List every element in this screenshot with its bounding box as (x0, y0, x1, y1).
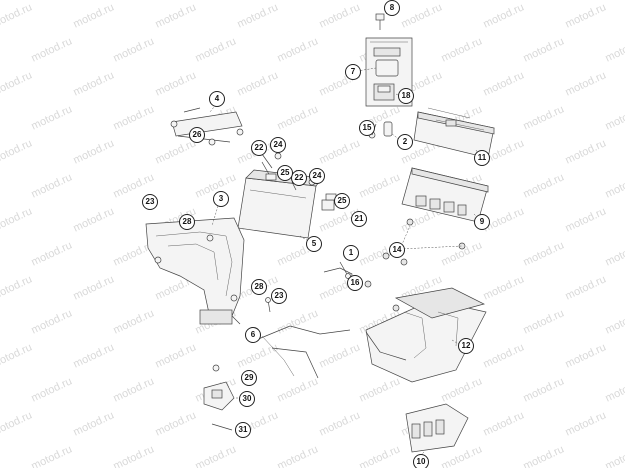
callout-6[interactable]: 6 (245, 327, 261, 343)
callout-5[interactable]: 5 (306, 236, 322, 252)
callout-16[interactable]: 16 (347, 275, 363, 291)
callout-26[interactable]: 26 (189, 127, 205, 143)
part-3-frame (145, 205, 245, 325)
callout-22a[interactable]: 22 (251, 140, 267, 156)
callout-3[interactable]: 3 (213, 191, 229, 207)
callout-25a[interactable]: 25 (277, 165, 293, 181)
callout-15[interactable]: 15 (359, 120, 375, 136)
part-6-harness (255, 247, 353, 379)
callout-24b[interactable]: 24 (309, 168, 325, 184)
callout-22b[interactable]: 22 (291, 170, 307, 186)
callout-1[interactable]: 1 (343, 245, 359, 261)
part-4-bracket (170, 101, 244, 146)
callout-28a[interactable]: 28 (179, 214, 195, 230)
part-10-connector-block (405, 403, 469, 457)
callout-23b[interactable]: 23 (271, 288, 287, 304)
callout-11[interactable]: 11 (474, 150, 490, 166)
callout-29[interactable]: 29 (241, 370, 257, 386)
callout-9[interactable]: 9 (474, 214, 490, 230)
callout-25b[interactable]: 25 (334, 193, 350, 209)
callout-23a[interactable]: 23 (142, 194, 158, 210)
part-9-ecu-lower (401, 167, 489, 223)
callout-30[interactable]: 30 (239, 391, 255, 407)
callout-21[interactable]: 21 (351, 211, 367, 227)
callout-4[interactable]: 4 (209, 91, 225, 107)
callout-24a[interactable]: 24 (270, 137, 286, 153)
part-2-clip (383, 121, 401, 141)
callout-28b[interactable]: 28 (251, 279, 267, 295)
part-30-sensor (203, 364, 242, 431)
callout-14[interactable]: 14 (389, 242, 405, 258)
part-12-tray (365, 287, 487, 383)
callout-10[interactable]: 10 (413, 454, 429, 468)
part-14-nuts (364, 218, 466, 312)
part-11-ecu-upper (413, 107, 495, 159)
callout-8[interactable]: 8 (384, 0, 400, 16)
part-23-bolt (265, 297, 271, 313)
callout-18[interactable]: 18 (398, 88, 414, 104)
callout-31[interactable]: 31 (235, 422, 251, 438)
callout-2[interactable]: 2 (397, 134, 413, 150)
callout-7[interactable]: 7 (345, 64, 361, 80)
callout-12[interactable]: 12 (458, 338, 474, 354)
